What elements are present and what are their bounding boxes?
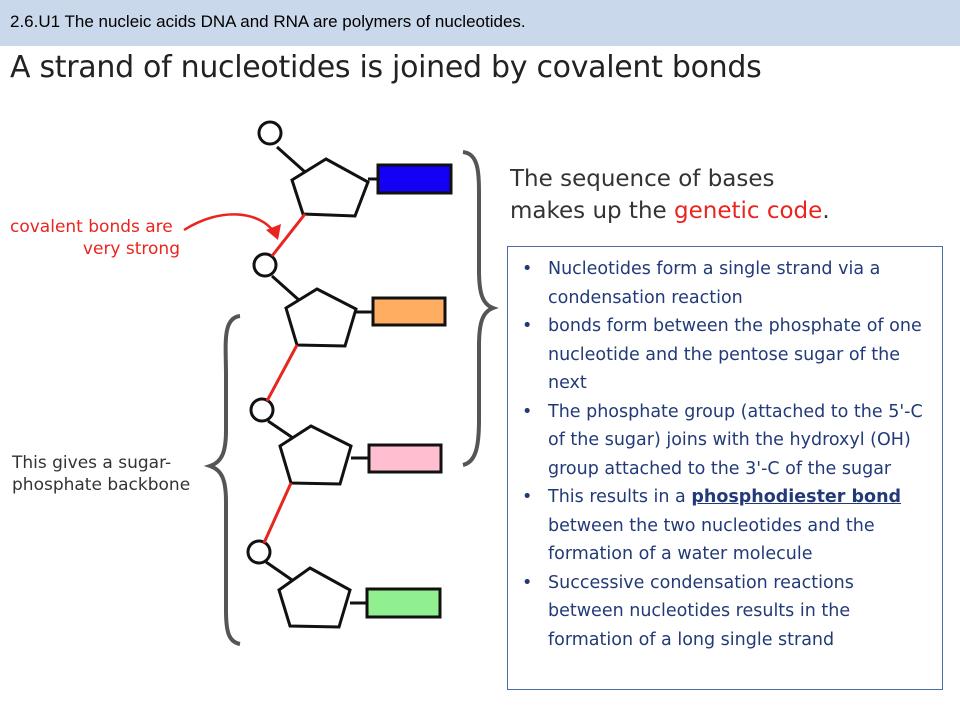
phosphate-sugar-link-4 [265,560,293,582]
phosphate-1 [257,120,283,146]
covalent-bonds-label-line1: covalent bonds are [10,217,173,237]
pentose-sugar-4 [277,566,352,629]
note-item-2: bonds form between the phosphate of one … [522,312,932,398]
notes-box: Nucleotides form a single strand via a c… [507,246,943,690]
base-4 [365,587,442,619]
sequence-label-line1: The sequence of bases [510,166,775,192]
slide-title: A strand of nucleotides is joined by cov… [10,50,762,85]
pentose-sugar-1 [290,157,370,218]
header-bar: 2.6.U1 The nucleic acids DNA and RNA are… [0,0,960,46]
covalent-bond-1 [270,213,307,257]
phosphate-3 [249,397,275,423]
base-2 [371,296,447,327]
backbone-brace [203,314,241,646]
sequence-label-line2c: . [822,198,830,224]
covalent-bond-arrow [183,213,276,233]
header-text: 2.6.U1 The nucleic acids DNA and RNA are… [10,12,526,31]
covalent-bond-arrowhead [266,224,281,240]
covalent-bond-2 [265,344,299,402]
note-item-5: Successive condensation reactions betwee… [522,569,932,655]
phosphate-sugar-link-3 [267,419,294,440]
pentose-sugar-2 [284,287,358,348]
backbone-label: This gives a sugar- phosphate backbone [12,452,190,496]
phosphate-sugar-link-1 [276,145,306,174]
phosphodiester-bond-link[interactable]: phosphodiester bond [691,487,902,507]
note-item-4-post: between the two nucleotides and the form… [548,515,875,565]
phosphate-sugar-link-2 [271,274,301,303]
note-item-4-pre: This results in a [548,487,692,507]
backbone-label-line1: This gives a sugar- [12,453,172,473]
sequence-label: The sequence of bases makes up the genet… [510,163,830,227]
note-item-4: This results in a phosphodiester bond be… [522,483,932,569]
note-item-1: Nucleotides form a single strand via a c… [522,255,932,312]
note-item-3: The phosphate group (attached to the 5'-… [522,398,932,484]
covalent-bond-3 [262,482,293,544]
sequence-label-line2a: makes up the [510,198,674,224]
bases-brace [462,150,499,467]
genetic-code-text: genetic code [674,198,823,224]
notes-list: Nucleotides form a single strand via a c… [522,255,932,654]
covalent-bonds-label-line2: very strong [82,239,180,259]
base-1 [376,163,453,195]
base-3 [367,443,443,474]
phosphate-2 [252,252,278,278]
covalent-bonds-label: covalent bonds are very strong [10,216,180,260]
phosphate-4 [246,539,272,565]
backbone-label-line2: phosphate backbone [12,475,191,495]
pentose-sugar-3 [278,424,353,486]
